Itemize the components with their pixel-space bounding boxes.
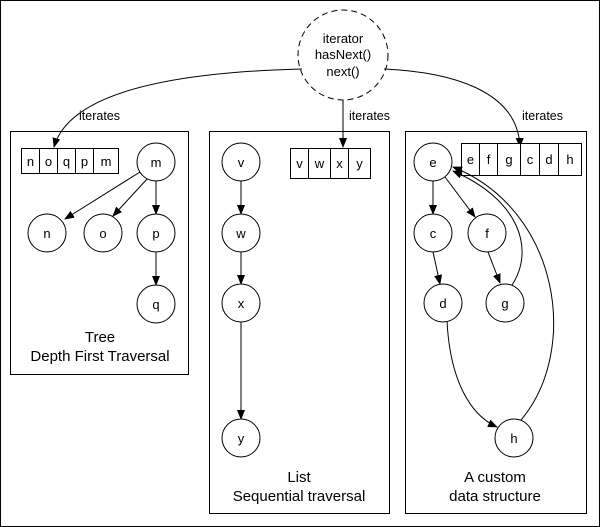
custom-node-h: h	[494, 418, 534, 458]
tree-caption-line-2: Depth First Traversal	[30, 348, 169, 365]
svg-text:v: v	[238, 155, 245, 170]
list-order-cell: x	[336, 156, 343, 171]
custom-node-e: e	[413, 142, 453, 182]
custom-order-cell: d	[545, 152, 552, 167]
list-caption-line-2: Sequential traversal	[233, 488, 366, 505]
svg-text:q: q	[152, 297, 159, 312]
custom-edge-g-e	[452, 170, 523, 286]
custom-order-cell: g	[505, 152, 512, 167]
list-order-cell: v	[296, 156, 303, 171]
custom-edge-e-f	[444, 176, 476, 218]
tree-order-cell: o	[45, 154, 52, 169]
tree-panel	[10, 131, 189, 375]
custom-node-g: g	[485, 283, 525, 323]
tree-node-o: o	[83, 213, 123, 253]
iterates-label-tree: iterates	[79, 109, 120, 123]
svg-text:x: x	[238, 296, 245, 311]
custom-edge-d-h	[446, 320, 498, 428]
custom-order-cell: e	[467, 152, 474, 167]
custom-edge-f-g	[487, 251, 501, 284]
list-panel	[209, 131, 390, 514]
list-order-cell: y	[356, 156, 363, 171]
list-order-strip: v w x y	[290, 148, 371, 179]
svg-text:c: c	[430, 226, 437, 241]
tree-order-cell: q	[63, 154, 70, 169]
custom-caption-line-2: data structure	[449, 488, 541, 505]
custom-node-c: c	[413, 213, 453, 253]
iterator-line-3: next()	[326, 64, 359, 79]
svg-text:h: h	[510, 431, 517, 446]
list-node-v: v	[221, 142, 261, 182]
tree-edge-m-n	[64, 171, 141, 220]
tree-node-n: n	[27, 213, 67, 253]
svg-text:w: w	[235, 226, 246, 241]
custom-order-cell: c	[527, 152, 534, 167]
list-node-y: y	[221, 418, 261, 458]
iterates-label-list: iterates	[349, 109, 390, 123]
svg-text:m: m	[151, 155, 162, 170]
tree-order-strip: n o q p m	[21, 148, 119, 174]
tree-caption-line-1: Tree	[85, 329, 115, 346]
custom-order-cell: h	[566, 152, 573, 167]
custom-caption-line-1: A custom	[464, 469, 526, 486]
custom-edge-c-d	[432, 251, 442, 285]
tree-node-q: q	[136, 284, 176, 324]
svg-text:e: e	[429, 155, 436, 170]
custom-edge-h-e	[452, 166, 555, 421]
iterates-label-custom: iterates	[522, 109, 563, 123]
svg-text:d: d	[439, 296, 446, 311]
custom-order-cell: f	[487, 152, 491, 167]
tree-order-cell: m	[101, 154, 112, 169]
list-node-w: w	[221, 213, 261, 253]
iterator-line-1: iterator	[323, 31, 364, 46]
list-order-cell: w	[314, 156, 325, 171]
svg-text:g: g	[501, 296, 508, 311]
custom-node-f: f	[467, 213, 507, 253]
svg-text:p: p	[152, 226, 159, 241]
iterator-line-2: hasNext()	[315, 47, 371, 62]
custom-order-strip: e f g c d h	[461, 143, 582, 176]
svg-text:n: n	[43, 226, 50, 241]
svg-text:o: o	[99, 226, 106, 241]
iterates-edge-custom	[383, 68, 524, 148]
list-node-x: x	[221, 283, 261, 323]
tree-order-cell: n	[27, 154, 34, 169]
tree-node-m: m	[136, 142, 176, 182]
iterates-edge-tree	[52, 68, 303, 148]
list-caption-line-1: List	[287, 469, 311, 486]
tree-order-cell: p	[81, 154, 88, 169]
custom-node-d: d	[423, 283, 463, 323]
iterator-node: iterator hasNext() next()	[297, 9, 389, 101]
svg-text:f: f	[485, 226, 489, 241]
tree-edge-m-o	[112, 177, 149, 217]
svg-text:y: y	[238, 431, 245, 446]
custom-panel	[405, 131, 587, 514]
tree-node-p: p	[136, 213, 176, 253]
